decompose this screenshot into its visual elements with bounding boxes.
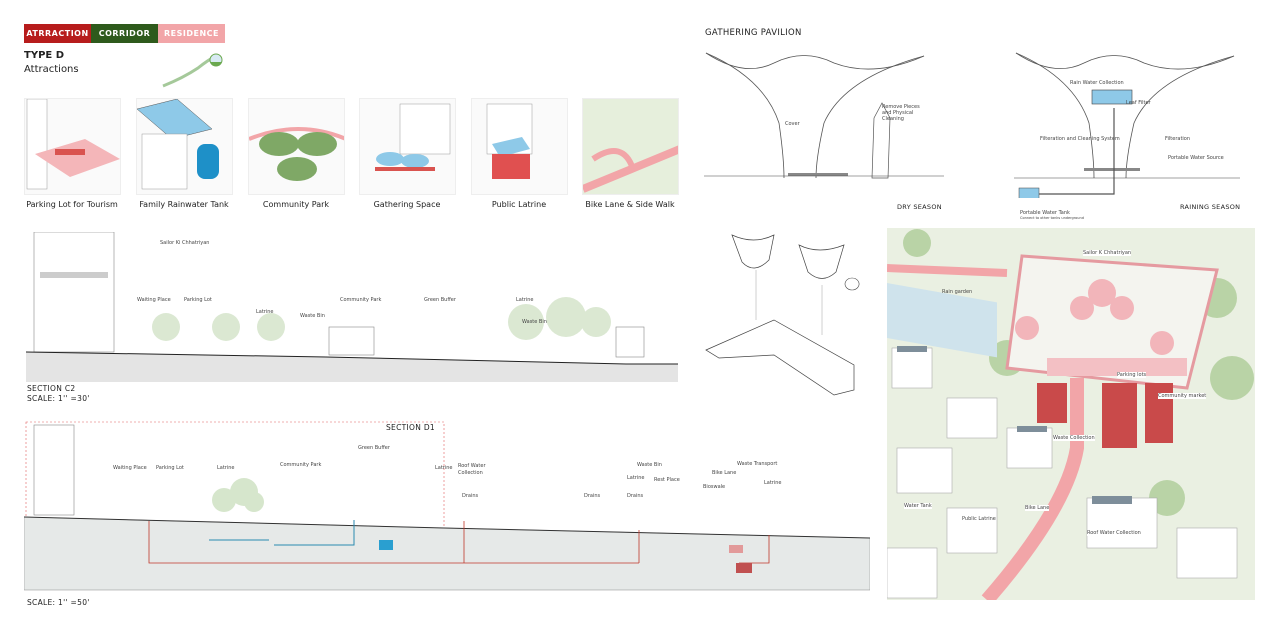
c2-label: Sailor Ki Chhatriyan: [160, 240, 210, 246]
pavilion-label: Remove Pieces and Physical Cleaning: [882, 104, 920, 122]
aerial-label: Community market: [1158, 393, 1207, 399]
d1-label: Community Park: [280, 462, 322, 468]
c2-label: Latrine: [256, 309, 274, 315]
thumb-parking-lot: [24, 98, 121, 195]
c2-label: Green Buffer: [424, 297, 456, 303]
pavilion-label: Rain Water Collection: [1070, 80, 1124, 86]
thumb-label: Bike Lane & Side Walk: [585, 200, 675, 209]
key-map: [158, 48, 226, 90]
d1-label: Waste Bin: [637, 462, 662, 468]
pavilion-title: GATHERING PAVILION: [705, 28, 802, 38]
thumb-public-latrine: [471, 98, 568, 195]
d1-label: Latrine: [217, 465, 235, 471]
thumb-gathering-space: [359, 98, 456, 195]
pavilion-label: Connect to other tanks underground: [1020, 216, 1084, 220]
aerial-label: Rain garden: [942, 289, 973, 295]
thumb-community-park: [248, 98, 345, 195]
pavilion-label: Leaf Filter: [1126, 100, 1151, 106]
d1-label: Latrine: [627, 475, 645, 481]
c2-label: Community Park: [340, 297, 382, 303]
c2-label: Waiting Place: [137, 297, 171, 303]
d1-label: Bike Lane: [712, 470, 737, 476]
aerial-label: Bike Lane: [1025, 505, 1050, 511]
thumb-label: Public Latrine: [491, 200, 547, 209]
c2-label: Waste Bin: [300, 313, 325, 319]
thumb-bike-lane: [582, 98, 679, 195]
thumb-label: Gathering Space: [373, 200, 441, 209]
type-title: TYPE D: [24, 50, 65, 61]
section-c2-title: SECTION C2: [27, 384, 76, 393]
section-c2-drawing: [26, 232, 678, 382]
type-subtitle: Attractions: [24, 64, 79, 75]
aerial-label: Public Latrine: [962, 516, 996, 522]
d1-label: Drains: [584, 493, 601, 499]
pavilion-label: Filteration: [1165, 136, 1191, 142]
thumb-rainwater-tank: [136, 98, 233, 195]
section-d1-drawing: [24, 420, 870, 595]
d1-label: Rest Place: [654, 477, 680, 483]
d1-label: Parking Lot: [156, 465, 184, 471]
aerial-label: Waste Collection: [1053, 435, 1095, 441]
pavilion-label: Cover: [785, 121, 800, 127]
pavilion-label: Portable Water Tank: [1020, 210, 1070, 216]
pavilion-label: Portable Water Source: [1168, 155, 1224, 161]
aerial-label: Sailor K Chhatriyan: [1083, 250, 1132, 256]
c2-label: Waste Bin: [522, 319, 547, 325]
d1-label: Latrine: [764, 480, 782, 486]
tab-residence[interactable]: RESIDENCE: [158, 24, 225, 43]
dry-season-label: DRY SEASON: [897, 203, 942, 211]
section-c2-scale: SCALE: 1'' =30': [27, 394, 90, 403]
pavilion-isometric: [704, 230, 874, 400]
section-d1-title: SECTION D1: [386, 423, 435, 432]
d1-label: Drains: [462, 493, 479, 499]
pavilion-dry-drawing: [704, 48, 944, 198]
d1-label: Latrine: [435, 465, 453, 471]
section-d1-scale: SCALE: 1'' =50': [27, 598, 90, 607]
aerial-label: Parking lots: [1117, 372, 1147, 378]
c2-label: Latrine: [516, 297, 534, 303]
pavilion-label: Filteration and Cleaning System: [1040, 136, 1120, 142]
aerial-axonometric: [887, 228, 1255, 600]
thumb-label: Parking Lot for Tourism: [26, 200, 118, 209]
d1-label: Green Buffer: [358, 445, 390, 451]
tab-corridor[interactable]: CORRIDOR: [91, 24, 158, 43]
d1-label: Bioswale: [703, 484, 726, 490]
d1-label: Drains: [627, 493, 644, 499]
aerial-label: Roof Water Collection: [1087, 530, 1141, 536]
thumb-label: Family Rainwater Tank: [139, 200, 229, 209]
d1-label: Waiting Place: [113, 465, 147, 471]
pavilion-rain-drawing: [1014, 48, 1240, 198]
raining-season-label: RAINING SEASON: [1180, 203, 1241, 211]
d1-label: Waste Transport: [737, 461, 778, 467]
c2-label: Parking Lot: [184, 297, 212, 303]
d1-label: Roof Water Collection: [458, 463, 486, 476]
aerial-label: Water Tank: [904, 503, 932, 509]
thumb-label: Community Park: [262, 200, 330, 209]
tab-attraction[interactable]: ATRRACTION: [24, 24, 91, 43]
